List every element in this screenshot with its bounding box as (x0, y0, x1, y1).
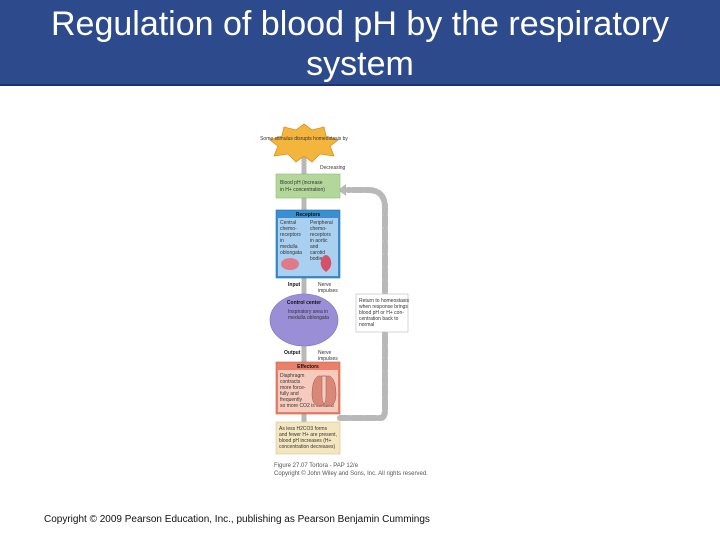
receptors-peripheral-line: carotid (310, 250, 325, 256)
response-desc-line: blood pH increases (H+ (279, 438, 331, 444)
input-desc-line: Nerve (318, 282, 332, 288)
feedback-loop-diagram: Some stimulus disrupts homeostasis by De… (260, 123, 410, 455)
receptors-central-line: Central (280, 220, 296, 226)
title-bar: Regulation of blood pH by the respirator… (0, 0, 720, 86)
receptors-central-line: receptors (280, 232, 301, 238)
control-center-title: Control center (287, 300, 321, 306)
receptors-central-line: in (280, 238, 284, 244)
brain-icon (281, 258, 299, 270)
control-center-ellipse (269, 293, 339, 347)
lungs-icon (311, 375, 337, 407)
receptors-peripheral-line: Peripheral (310, 220, 333, 226)
control-desc-line: Inspiratory area in (288, 309, 328, 315)
receptors-peripheral-line: and (310, 244, 319, 250)
copyright-footer: Copyright © 2009 Pearson Education, Inc.… (44, 514, 430, 525)
output-label: Output (284, 350, 301, 356)
stimulus-label: Some stimulus disrupts homeostasis by (260, 136, 348, 142)
receptors-peripheral-line: chemo- (310, 226, 327, 232)
receptors-central-line: chemo- (280, 226, 297, 232)
return-desc-line: blood pH or H+ con- (359, 310, 404, 316)
effectors-desc-line: contracts (280, 379, 301, 385)
receptors-peripheral-line: receptors (310, 232, 331, 238)
response-desc-line: and fewer H+ are present, (279, 432, 337, 438)
decreasing-label: Decreasing (320, 165, 346, 171)
output-desc-line: impulses (318, 356, 338, 362)
receptors-peripheral-line: in aortic (310, 238, 328, 244)
effectors-desc-line: frequently (280, 397, 302, 403)
return-desc-line: when response brings (359, 304, 408, 310)
output-desc-line: Nerve (318, 350, 332, 356)
effectors-desc-line: fully and (280, 391, 299, 397)
effectors-title: Effectors (297, 364, 319, 370)
response-box (275, 421, 341, 455)
return-desc-line: Return to homeostasis (359, 298, 410, 304)
response-desc-line: concentration decreases) (279, 444, 335, 450)
controlled-condition-line-2: in H+ concentration) (280, 187, 325, 193)
slide-title-line-2: system (306, 45, 414, 83)
figure-caption-line-2: Copyright © John Wiley and Sons, Inc. Al… (274, 471, 428, 477)
input-desc-line: impulses (318, 288, 338, 294)
receptors-central-line: oblongata (280, 250, 302, 256)
slide-title-line-1: Regulation of blood pH by the respirator… (50, 5, 670, 43)
receptors-central-line: medulla (280, 244, 298, 250)
controlled-condition-box (275, 173, 341, 199)
effectors-desc-line: Diaphragm (280, 373, 304, 379)
receptors-title: Receptors (296, 212, 321, 218)
receptors-peripheral-line: bodies (310, 256, 325, 262)
control-desc-line: medulla oblongata (288, 315, 329, 321)
stimulus-burst (269, 123, 339, 163)
input-label: Input (288, 282, 301, 288)
heart-icon (320, 255, 332, 272)
controlled-condition-line-1: Blood pH (increase (280, 180, 323, 186)
return-desc-line: centration back to (359, 316, 399, 322)
figure-caption: Figure 27.07 Tortora - PAP 12/e Copyrigh… (274, 462, 428, 478)
return-arrowhead (338, 184, 346, 196)
effectors-desc-line: so more CO2 is exhaled (280, 403, 334, 409)
figure-caption-line-1: Figure 27.07 Tortora - PAP 12/e (274, 463, 359, 469)
response-desc-line: As less H2CO3 forms (279, 426, 328, 432)
return-desc-line: normal (359, 322, 374, 328)
return-homeostasis-box (355, 293, 409, 333)
slide-title: Regulation of blood pH by the respirator… (0, 4, 720, 84)
effectors-desc-line: more force- (280, 385, 306, 391)
